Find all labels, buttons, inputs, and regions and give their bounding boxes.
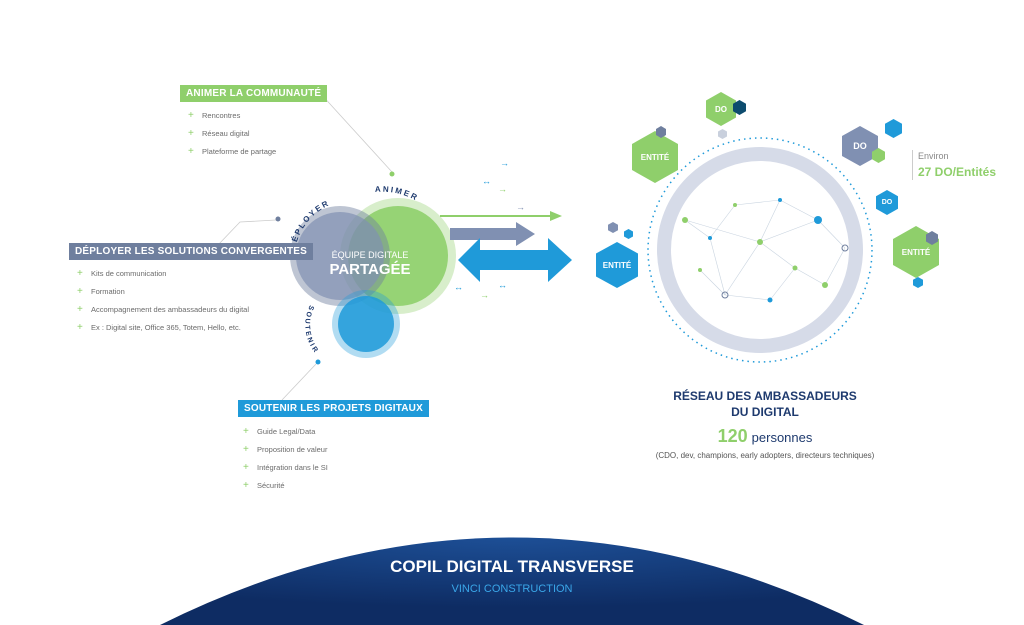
hex-do-3: DO	[876, 190, 898, 215]
exchange-arrows: → ↔ → → ↔ ↔ →	[440, 158, 572, 300]
svg-text:→: →	[480, 290, 489, 300]
list-item: +Plateforme de partage	[188, 146, 277, 157]
count-label: personnes	[751, 430, 813, 445]
network-subtitle: (CDO, dev, champions, early adopters, di…	[655, 451, 875, 460]
list-item: +Kits de communication	[77, 268, 167, 279]
list-item: +Proposition de valeur	[243, 444, 328, 455]
network-title: RÉSEAU DES AMBASSADEURS DU DIGITAL	[640, 388, 890, 420]
list-item: +Accompagnement des ambassadeurs du digi…	[77, 304, 250, 315]
list-item: +Sécurité	[243, 480, 285, 491]
hex-accent	[624, 229, 633, 239]
center-line2: PARTAGÉE	[329, 261, 411, 278]
list-item: +Réseau digital	[188, 128, 250, 139]
svg-text:SOUTENIR: SOUTENIR	[303, 304, 320, 355]
svg-text:→: →	[500, 158, 509, 168]
hex-accent	[733, 100, 746, 115]
hex-do-2: DO	[842, 126, 878, 166]
svg-text:↔: ↔	[498, 280, 507, 290]
center-line1: ÉQUIPE DIGITALE	[331, 250, 409, 260]
tag-deployer: DÉPLOYER LES SOLUTIONS CONVERGENTES	[69, 243, 314, 260]
tag-soutenir: SOUTENIR LES PROJETS DIGITAUX	[238, 400, 429, 417]
hex-accent	[718, 129, 727, 139]
environ-value: 27 DO/Entités	[918, 165, 997, 179]
tag-animer: ANIMER LA COMMUNAUTÉ	[180, 85, 328, 102]
svg-text:→: →	[498, 184, 507, 194]
network-title-line2: DU DIGITAL	[731, 405, 799, 419]
hex-accent	[872, 148, 885, 163]
list-item: +Ex : Digital site, Office 365, Totem, H…	[77, 322, 241, 333]
svg-text:↔: ↔	[482, 176, 491, 186]
arc-soutenir: SOUTENIR	[303, 304, 318, 355]
hex-accent	[608, 222, 618, 233]
hex-entite-1: ENTITÉ	[632, 131, 678, 183]
list-soutenir: +Guide Legal/Data +Proposition de valeur…	[243, 423, 328, 495]
svg-text:↔: ↔	[454, 282, 463, 292]
list-item: +Rencontres	[188, 110, 241, 121]
environ-divider	[912, 150, 913, 180]
hex-accent	[656, 126, 666, 138]
list-animer: +Rencontres +Réseau digital +Plateforme …	[188, 107, 276, 161]
list-item: +Formation	[77, 286, 125, 297]
list-deployer: +Kits de communication +Formation +Accom…	[77, 265, 249, 337]
copil-title: COPIL DIGITAL TRANSVERSE	[390, 557, 634, 576]
ambassador-network	[647, 137, 873, 363]
list-item: +Intégration dans le SI	[243, 462, 328, 473]
center-circles: DÉPLOYER ANIMER SOUTENIR	[288, 185, 456, 358]
network-title-line1: RÉSEAU DES AMBASSADEURS	[673, 389, 857, 403]
copil-subtitle: VINCI CONSTRUCTION	[451, 583, 573, 595]
hex-accent	[913, 277, 923, 288]
list-item: +Guide Legal/Data	[243, 426, 316, 437]
hex-accent	[926, 231, 938, 245]
hex-accent	[885, 119, 902, 138]
environ-label: Environ	[918, 151, 949, 161]
count-number: 120	[717, 426, 748, 446]
svg-text:→: →	[516, 202, 525, 212]
